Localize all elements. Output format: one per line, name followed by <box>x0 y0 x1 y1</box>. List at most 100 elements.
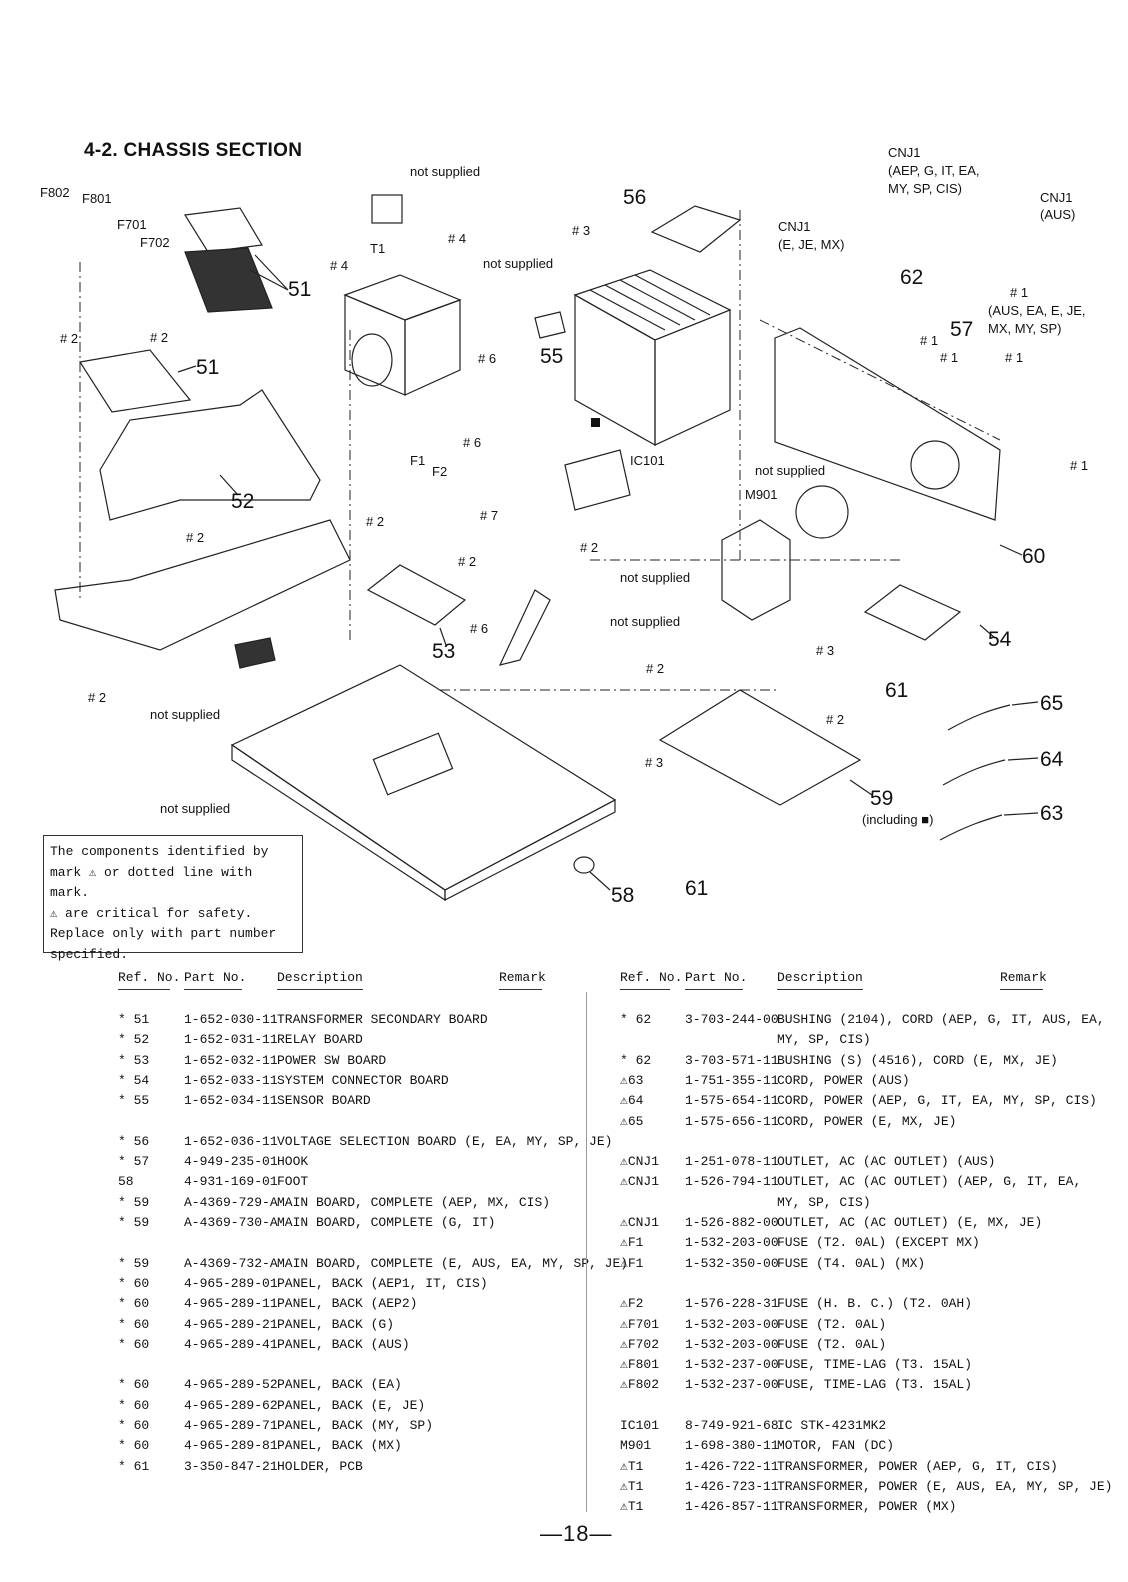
board-51-plates <box>79 207 273 413</box>
description: PANEL, BACK (MY, SP) <box>277 1418 434 1433</box>
safety-note: The components identified by mark ⚠ or d… <box>43 835 303 962</box>
description: OUTLET, AC (AC OUTLET) (E, MX, JE) <box>777 1215 1043 1230</box>
part-no: 1-532-203-00 <box>685 1316 779 1332</box>
label-f802: F802 <box>40 185 70 200</box>
part-no: 4-949-235-01 <box>184 1154 278 1170</box>
label-screw-2: # 2 <box>366 514 384 529</box>
header-desc: Description <box>777 970 863 985</box>
description: CORD, POWER (AEP, G, IT, EA, MY, SP, CIS… <box>777 1093 1097 1109</box>
label-screw-2: # 2 <box>186 530 204 545</box>
description: HOLDER, PCB <box>277 1458 363 1474</box>
ref-63: 63 <box>1040 802 1063 825</box>
description: MAIN BOARD, COMPLETE (G, IT) <box>277 1215 496 1230</box>
label-cnj1: CNJ1 <box>1040 190 1073 205</box>
label-ic101: IC101 <box>630 453 665 468</box>
description: FUSE (T2. 0AL) <box>777 1316 887 1332</box>
part-no: 8-749-921-68 <box>685 1418 779 1433</box>
part-no: 1-652-031-11 <box>184 1032 278 1048</box>
part-no: 3-703-571-11 <box>685 1052 779 1068</box>
ref-58: 58 <box>611 884 634 907</box>
part-no: 1-426-722-11 <box>685 1458 779 1474</box>
ref-no: * 62 <box>620 1012 652 1027</box>
label-screw-3: # 3 <box>816 643 834 658</box>
description: PANEL, BACK (AEP1, IT, CIS) <box>277 1275 488 1291</box>
part-no: 4-931-169-01 <box>184 1174 278 1190</box>
label-screw-4: # 4 <box>448 231 466 246</box>
fan-m901 <box>721 485 849 621</box>
ref-no: ⚠64 <box>620 1093 644 1109</box>
description: MAIN BOARD, COMPLETE (AEP, MX, CIS) <box>277 1194 551 1210</box>
ref-62: 62 <box>900 266 923 289</box>
part-no: A-4369-730-A <box>184 1215 278 1230</box>
label-screw-2: # 2 <box>646 661 664 676</box>
part-no: 1-532-237-00 <box>685 1377 779 1393</box>
label-f1: F1 <box>410 453 425 468</box>
part-no: 3-703-244-00 <box>685 1012 779 1027</box>
description: TRANSFORMER, POWER (E, AUS, EA, MY, SP, … <box>777 1478 1113 1494</box>
part-no: 1-576-228-31 <box>685 1296 779 1312</box>
ref-52: 52 <box>231 490 254 513</box>
description: SENSOR BOARD <box>277 1093 371 1109</box>
ref-no: * 55 <box>118 1093 150 1109</box>
description: BUSHING (S) (4516), CORD (E, MX, JE) <box>777 1052 1058 1068</box>
label-screw-3: # 3 <box>572 223 590 238</box>
description: FUSE, TIME-LAG (T3. 15AL) <box>777 1357 973 1373</box>
cord-65 <box>947 704 1011 731</box>
foot-58 <box>573 856 595 874</box>
ref-no: ⚠F1 <box>620 1235 644 1251</box>
description: BUSHING (2104), CORD (AEP, G, IT, AUS, E… <box>777 1012 1105 1027</box>
label-not-supplied: not supplied <box>160 801 230 816</box>
ref-51: 51 <box>288 278 311 301</box>
safety-note-line: specified. <box>50 946 129 962</box>
label-screw-2: # 2 <box>580 540 598 555</box>
label-cnj1-regions: (E, JE, MX) <box>778 237 844 252</box>
ref-no: * 59 <box>118 1194 150 1210</box>
description: FUSE, TIME-LAG (T3. 15AL) <box>777 1377 973 1393</box>
ref-no: * 60 <box>118 1418 150 1433</box>
ref-no: * 60 <box>118 1397 150 1413</box>
ref-no: ⚠F701 <box>620 1316 660 1332</box>
part-no: 4-965-289-81 <box>184 1438 278 1454</box>
label-screw-6: # 6 <box>463 435 481 450</box>
label-screw-3: # 3 <box>645 755 663 770</box>
description: TRANSFORMER, POWER (MX) <box>777 1499 957 1515</box>
ref-no: * 56 <box>118 1133 150 1149</box>
cord-64 <box>942 759 1006 786</box>
label-not-supplied: not supplied <box>483 256 553 271</box>
ref-no: * 60 <box>118 1336 150 1352</box>
ref-no: * 59 <box>118 1215 150 1230</box>
label-screw-7: # 7 <box>480 508 498 523</box>
ref-no: * 60 <box>118 1438 150 1454</box>
part-no: 4-965-289-41 <box>184 1336 278 1352</box>
page-number: —18— <box>540 1521 613 1546</box>
part-no: A-4369-732-A <box>184 1255 278 1271</box>
label-not-supplied: not supplied <box>610 614 680 629</box>
part-no: 1-532-203-00 <box>685 1336 779 1352</box>
label-not-supplied: not supplied <box>755 463 825 478</box>
ref-64: 64 <box>1040 748 1064 771</box>
ref-no: * 52 <box>118 1032 150 1048</box>
ref-no: ⚠F2 <box>620 1296 644 1312</box>
part-no: 3-350-847-21 <box>184 1458 278 1474</box>
label-cnj1-regions: MY, SP, CIS) <box>888 181 962 196</box>
part-no: 1-751-355-11 <box>685 1072 779 1088</box>
back-panel-60 <box>774 327 1001 521</box>
ref-no: * 60 <box>118 1275 150 1291</box>
description: FUSE (H. B. C.) (T2. 0AH) <box>777 1296 973 1312</box>
header-remark: Remark <box>499 970 546 985</box>
description: PANEL, BACK (MX) <box>277 1438 402 1454</box>
ref-56: 56 <box>623 186 646 209</box>
transformer-t1 <box>343 194 462 396</box>
part-no: 4-965-289-52 <box>184 1377 278 1393</box>
safety-note-line: Replace only with part number <box>50 926 277 941</box>
ref-57: 57 <box>950 318 973 341</box>
ref-no: * 60 <box>118 1296 150 1312</box>
description: PANEL, BACK (E, JE) <box>277 1397 426 1413</box>
ref-no: ⚠T1 <box>620 1458 644 1474</box>
description: MOTOR, FAN (DC) <box>777 1438 895 1454</box>
label-m901: M901 <box>745 487 778 502</box>
part-no: 1-526-882-00 <box>685 1215 779 1230</box>
part-no: 1-532-237-00 <box>685 1357 779 1373</box>
ref-no: M901 <box>620 1438 652 1454</box>
part-no: 1-575-656-11 <box>685 1113 779 1129</box>
